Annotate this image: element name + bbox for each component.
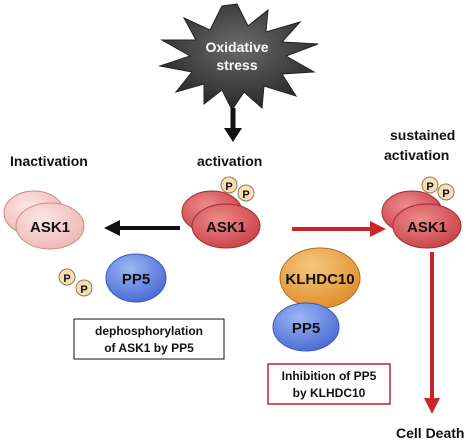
- inhibition-box: Inhibition of PP5 by KLHDC10: [267, 363, 391, 405]
- ask1-inactive: ASK1: [3, 190, 85, 250]
- ask1-sustained-label: ASK1: [407, 219, 447, 236]
- sustained-phosphate-2: P: [437, 183, 455, 201]
- dephosphorylation-line2: of ASK1 by PP5: [104, 341, 194, 355]
- activated-phosphate-1: P: [220, 176, 238, 194]
- pp5-left-label: PP5: [122, 271, 150, 288]
- sustained-activation-label-line2: activation: [384, 147, 449, 163]
- stress-label-line2: stress: [216, 57, 257, 73]
- activated-phosphate-1-label: P: [225, 181, 232, 193]
- sustained-phosphate-2-label: P: [442, 188, 449, 200]
- ask1-activated: ASK1: [181, 190, 261, 249]
- sustained-activation-arrow: [292, 221, 386, 237]
- klhdc10-protein: KLHDC10: [279, 247, 361, 309]
- ask1-activated-label: ASK1: [206, 219, 246, 236]
- oxidative-stress-burst: Oxidative stress: [158, 3, 319, 111]
- inactivation-label: Inactivation: [10, 153, 88, 169]
- inhibition-line1: Inhibition of PP5: [282, 369, 377, 383]
- released-phosphate-2-label: P: [80, 284, 87, 296]
- inactivation-arrow: [104, 220, 180, 236]
- ask1-sustained: ASK1: [381, 190, 462, 249]
- stress-starburst-shape: [158, 3, 319, 111]
- dephosphorylation-line1: dephosphorylation: [95, 324, 203, 338]
- released-phosphate-1: P: [58, 268, 76, 286]
- pp5-left: PP5: [105, 253, 167, 303]
- activated-phosphate-2-label: P: [242, 189, 249, 201]
- dephosphorylation-box: dephosphorylation of ASK1 by PP5: [73, 318, 225, 360]
- activated-phosphate-2: P: [237, 184, 255, 202]
- activation-label: activation: [197, 153, 262, 169]
- stress-to-activation-arrow: [224, 108, 242, 142]
- released-phosphate-1-label: P: [63, 273, 70, 285]
- klhdc10-label: KLHDC10: [285, 271, 354, 288]
- released-phosphate-2: P: [75, 279, 93, 297]
- sustained-phosphate-1-label: P: [426, 181, 433, 193]
- sustained-activation-label-line1: sustained: [390, 127, 455, 143]
- pp5-right: PP5: [272, 302, 340, 352]
- cell-death-label: Cell Death: [396, 425, 464, 441]
- cell-death-arrow: [424, 252, 440, 414]
- stress-label-line1: Oxidative: [205, 39, 268, 55]
- sustained-phosphate-1: P: [421, 176, 439, 194]
- inhibition-line2: by KLHDC10: [293, 386, 366, 400]
- pp5-right-label: PP5: [292, 320, 320, 337]
- ask1-inactive-label: ASK1: [30, 219, 70, 236]
